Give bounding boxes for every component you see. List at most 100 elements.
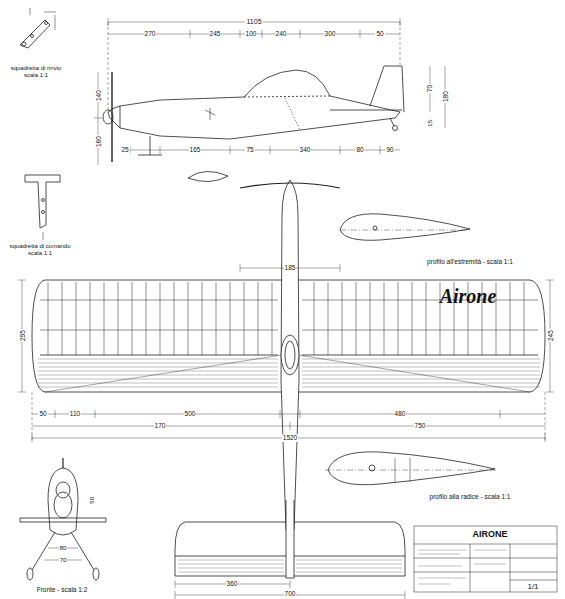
- dimension: 170: [154, 422, 167, 429]
- front-view: [20, 458, 106, 580]
- side-view: [103, 66, 404, 182]
- dimension: 750: [414, 422, 427, 429]
- hatch-line: [296, 564, 402, 565]
- hatch-line: [296, 568, 402, 569]
- wing-rib: [188, 282, 189, 355]
- hatch-line: [38, 367, 278, 368]
- fuselage-top-view: [240, 180, 340, 530]
- dimension: 180: [441, 91, 448, 104]
- hatch-line: [38, 379, 278, 380]
- title-block: [414, 526, 557, 592]
- wing-rib: [384, 282, 385, 355]
- wing-rib: [174, 282, 175, 355]
- wing-rib: [370, 282, 371, 355]
- wing-rib: [356, 282, 357, 355]
- title-block-name: AIRONE: [472, 530, 507, 540]
- dimension: 50: [89, 496, 96, 505]
- hatch-line: [302, 379, 540, 380]
- wing-rib: [230, 282, 231, 355]
- hatch-line: [296, 560, 402, 561]
- dimension: 140: [94, 90, 101, 103]
- wing-rib: [202, 282, 203, 355]
- hatch-line: [38, 375, 278, 376]
- wing-logo: Airone: [440, 285, 497, 307]
- wing-rib: [76, 282, 77, 355]
- dimension: 270: [144, 30, 157, 37]
- wing-rib: [132, 282, 133, 355]
- wing-rib: [244, 282, 245, 355]
- dimension: 1105: [245, 18, 262, 26]
- dimension: 15: [427, 119, 434, 128]
- stabilizer: [175, 500, 405, 578]
- wing-rib: [524, 282, 525, 355]
- hatch-line: [178, 564, 284, 565]
- hatch-line: [302, 371, 540, 372]
- wing-rib: [510, 282, 511, 355]
- wing-rib: [412, 282, 413, 355]
- wing-rib: [258, 282, 259, 355]
- hatch-line: [38, 359, 278, 360]
- dimension: 90: [385, 146, 394, 153]
- view-caption: Fronte - scala 1:2: [37, 586, 88, 593]
- sheet-number: 1/1: [527, 583, 538, 592]
- hatch-line: [302, 387, 540, 388]
- hatch-line: [38, 371, 278, 372]
- dimension: 340: [299, 146, 312, 153]
- wing-rib: [146, 282, 147, 355]
- dimension: 500: [184, 410, 197, 417]
- dimension: 50: [38, 410, 47, 417]
- dimension: 70: [426, 84, 433, 93]
- dimension: 165: [189, 146, 202, 153]
- hatch-line: [178, 560, 284, 561]
- dimension-lines: [94, 18, 445, 165]
- dimension: 295: [18, 330, 25, 343]
- dimension: 245: [546, 330, 553, 343]
- dimension: 70: [59, 557, 68, 564]
- hatch-line: [302, 359, 540, 360]
- bellcrank: [20, 8, 56, 48]
- hatch-line: [38, 363, 278, 364]
- dimension: 110: [69, 410, 81, 417]
- dimension: 50: [375, 30, 384, 37]
- wing-rib: [160, 282, 161, 355]
- dimension: 160: [94, 136, 101, 149]
- hatch-line: [38, 387, 278, 388]
- airfoil-profiles: [325, 214, 498, 485]
- dimension-lines: [18, 264, 554, 599]
- control-horn: [25, 175, 60, 240]
- wing-rib: [342, 282, 343, 355]
- dimension: 300: [324, 30, 337, 37]
- view-caption: squadretta di comando scala 1:1: [8, 243, 72, 256]
- wing-rib: [216, 282, 217, 355]
- wing-rib: [104, 282, 105, 355]
- hatch-line: [302, 375, 540, 376]
- dimension: 1520: [282, 434, 298, 441]
- hatch-line: [178, 568, 284, 569]
- view-caption: profilo alla radice - scala 1:1: [430, 493, 511, 500]
- dimension: 480: [394, 410, 407, 417]
- wing-rib: [90, 282, 91, 355]
- wing-rib: [62, 282, 63, 355]
- hatch-line: [38, 383, 278, 384]
- outlines: [18, 8, 557, 599]
- wing-rib: [328, 282, 329, 355]
- view-caption: profilo all'estremità - scala 1:1: [427, 258, 513, 265]
- dimension: 80: [355, 146, 364, 153]
- wing-rib: [48, 282, 49, 355]
- hatch-line: [302, 363, 540, 364]
- dimension: 100: [245, 30, 258, 37]
- wing-rib: [118, 282, 119, 355]
- wing-rib: [426, 282, 427, 355]
- dimension: 360: [226, 580, 239, 587]
- hatch-line: [302, 367, 540, 368]
- dimension: 75: [245, 146, 254, 153]
- wing-rib: [272, 282, 273, 355]
- wing-rib: [314, 282, 315, 355]
- hatch-line: [296, 572, 402, 573]
- dimension: 245: [209, 30, 222, 37]
- dimension: 240: [275, 30, 288, 37]
- wing-rib: [398, 282, 399, 355]
- dimension: 700: [284, 590, 297, 597]
- dimension: 185: [284, 264, 297, 271]
- hatch-line: [302, 383, 540, 384]
